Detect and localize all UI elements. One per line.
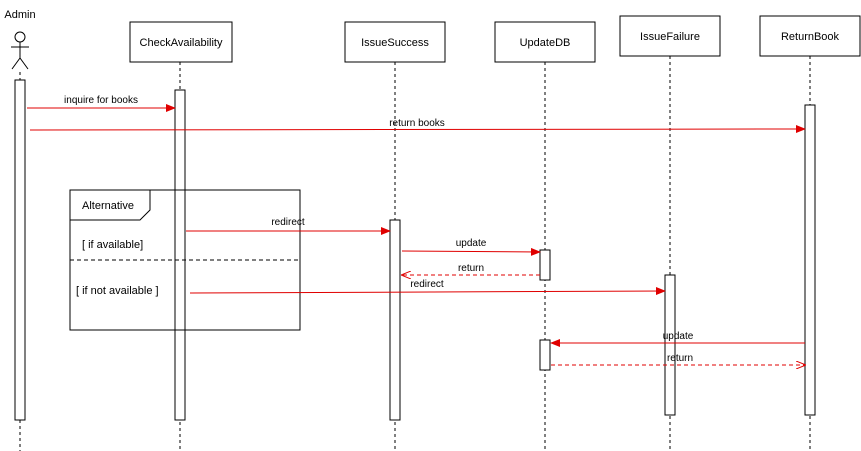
actor-admin: Admin [4,9,36,451]
message-return-1: return [402,263,540,275]
activation-check-availability [174,89,186,421]
message-label: return [667,353,693,364]
message-arrow [189,287,666,296]
alt-fragment: Alternative [ if available] [ if not ava… [69,189,301,331]
message-label: return [458,263,484,274]
message-return-2: return [551,353,805,365]
message-label: return books [389,118,445,129]
alt-guard-not-available: [ if not available ] [76,285,159,297]
alt-fragment-title-box [69,189,151,221]
participant-box [619,15,721,57]
participant-box [129,21,233,63]
message-arrow [401,247,541,256]
participant-label: IssueFailure [640,31,700,43]
participant-update-db: UpdateDB [494,21,596,451]
activation-update-db-1 [539,249,551,281]
actor-admin-label: Admin [4,9,35,21]
participant-label: UpdateDB [520,37,571,49]
message-label: inquire for books [64,95,138,106]
alt-guard-available: [ if available] [82,239,143,251]
activation-issue-failure [664,274,676,416]
message-redirect-1: redirect [186,217,391,235]
activation-return-book [804,104,816,416]
participant-box [494,21,596,63]
participant-return-book: ReturnBook [759,15,861,451]
participant-issue-success: IssueSuccess [344,21,446,451]
message-label: redirect [410,279,444,290]
message-update-2: update [550,331,805,347]
participant-label: ReturnBook [781,31,840,43]
activation-update-db-2 [539,339,551,371]
stick-figure-icon [11,31,29,70]
message-label: update [663,331,694,342]
activation-admin [14,79,26,421]
message-update-1: update [401,238,541,256]
participant-label: CheckAvailability [140,37,223,49]
activation-issue-success [389,219,401,421]
participant-label: IssueSuccess [361,37,429,49]
alt-fragment-title: Alternative [82,200,134,212]
message-redirect-2: redirect [189,279,666,296]
participant-box [759,15,861,57]
message-label: redirect [271,217,305,228]
message-label: update [456,238,487,249]
participant-issue-failure: IssueFailure [619,15,721,451]
message-arrow [29,125,806,134]
participant-box [344,21,446,63]
participant-check-availability: CheckAvailability [129,21,233,451]
message-inquire: inquire for books [27,95,176,112]
message-return-books: return books [29,118,806,134]
